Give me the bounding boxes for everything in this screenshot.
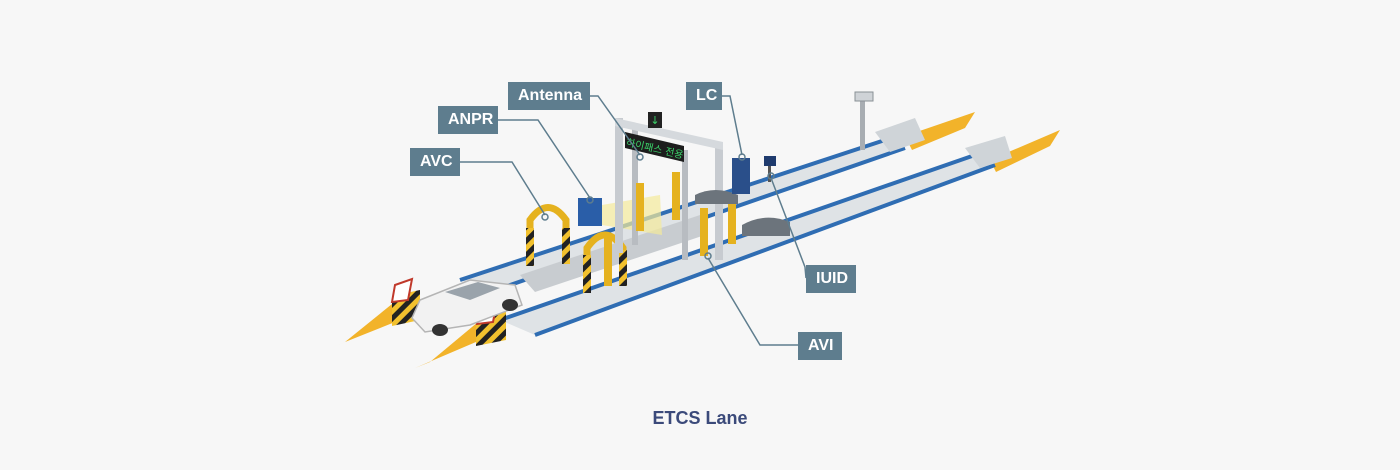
callout-leader-lines bbox=[460, 95, 807, 346]
anpr-camera bbox=[578, 198, 602, 226]
callout-avc: AVC bbox=[410, 148, 460, 176]
callout-lc: LC bbox=[686, 82, 722, 110]
lane-lower bbox=[499, 136, 1012, 337]
lane-arrow-icon: ↓ bbox=[650, 114, 659, 127]
booth-upper bbox=[695, 190, 738, 204]
iuid-device bbox=[764, 156, 776, 166]
booth-lower bbox=[742, 217, 790, 236]
callout-anpr: ANPR bbox=[438, 106, 498, 134]
camera-pole bbox=[854, 91, 874, 150]
callout-avi: AVI bbox=[798, 332, 842, 360]
callout-iuid: IUID bbox=[806, 265, 856, 293]
bollards bbox=[604, 172, 736, 286]
diagram-caption: ETCS Lane bbox=[652, 408, 748, 428]
car bbox=[411, 279, 523, 336]
avc-arch-upper bbox=[526, 204, 570, 266]
lc-cabinet bbox=[732, 158, 750, 194]
callout-antenna: Antenna bbox=[508, 82, 590, 110]
